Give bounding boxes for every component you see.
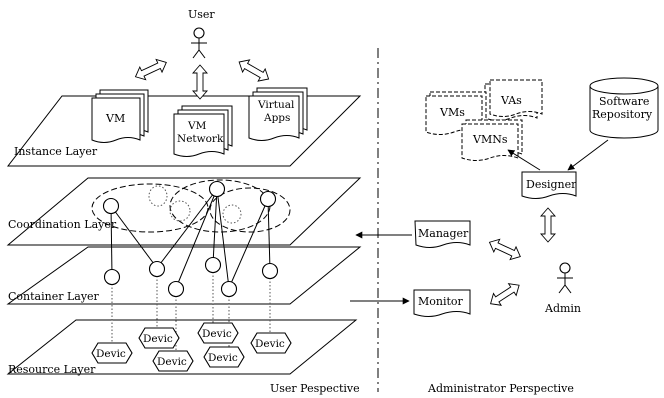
coordination-node <box>259 190 277 208</box>
device-hexagon: Devic <box>91 342 133 364</box>
coordination-subcluster-3 <box>222 204 242 224</box>
designer-box <box>521 171 577 199</box>
vas-label: VAs <box>500 94 522 107</box>
admin-label: Admin <box>544 302 581 315</box>
virtual-apps-label-line2: Apps <box>263 112 290 124</box>
monitor-box <box>413 289 471 317</box>
coordination-layer-label: Coordination Layer <box>8 218 117 231</box>
designer-to-templates-arrow <box>507 149 541 171</box>
monitor-admin-double-arrow <box>486 278 524 311</box>
device-label: Devic <box>157 356 187 368</box>
designer-admin-double-arrow <box>540 207 556 243</box>
user-perspective-label: User Pespective <box>270 382 360 395</box>
designer-label: Designer <box>526 178 577 191</box>
device-hexagon: Devic <box>197 322 239 344</box>
resource-devices: Devic Devic Devic Devic Devic Devic <box>91 322 292 372</box>
device-label: Devic <box>255 338 285 350</box>
vm-label: VM <box>105 112 125 125</box>
user-apps-double-arrow <box>235 55 273 86</box>
container-layer-label: Container Layer <box>8 290 100 303</box>
node-connections <box>110 188 271 289</box>
coordination-node <box>102 197 120 215</box>
container-node <box>261 262 279 280</box>
device-label: Devic <box>96 348 126 360</box>
container-node <box>148 260 166 278</box>
monitor-label: Monitor <box>418 295 464 308</box>
container-nodes <box>103 256 279 298</box>
manager-label: Manager <box>418 227 469 240</box>
manager-admin-double-arrow <box>486 235 524 264</box>
manager-box <box>414 220 471 248</box>
admin-actor <box>557 262 573 294</box>
admin-perspective-label: Administrator Perspective <box>427 382 574 395</box>
device-hexagon: Devic <box>203 346 245 368</box>
instance-layer-label: Instance Layer <box>14 145 98 158</box>
vms-label: VMs <box>439 106 465 119</box>
coordination-nodes <box>102 180 277 215</box>
device-label: Devic <box>143 333 173 345</box>
user-vm-double-arrow <box>132 55 170 84</box>
device-hexagon: Devic <box>152 350 194 372</box>
vm-network-document-stack <box>173 105 233 157</box>
user-network-double-arrow <box>192 64 208 100</box>
container-node <box>204 256 222 274</box>
container-node <box>103 268 121 286</box>
vm-network-label-line2: Network <box>177 133 224 145</box>
container-node <box>220 280 238 298</box>
device-label: Devic <box>208 352 238 364</box>
coordination-subcluster-1 <box>148 185 168 207</box>
user-label: User <box>188 8 215 21</box>
device-hexagon: Devic <box>250 332 292 354</box>
user-actor <box>191 27 207 59</box>
template-documents <box>425 79 543 161</box>
coordination-subcluster-2 <box>169 200 191 222</box>
software-repository-label-line1: Software <box>599 95 649 108</box>
virtual-apps-document-stack <box>248 87 308 141</box>
device-label: Devic <box>202 328 232 340</box>
device-hexagon: Devic <box>138 327 180 349</box>
repository-to-designer-arrow <box>567 139 609 171</box>
vmns-label: VMNs <box>472 133 508 146</box>
resource-layer-label: Resource Layer <box>8 363 96 376</box>
software-repository-cylinder <box>589 77 659 139</box>
coordination-cluster-right <box>209 187 291 233</box>
coordination-node <box>208 180 226 198</box>
vm-network-label-line1: VM <box>187 120 207 132</box>
coordination-cluster-left <box>91 183 209 233</box>
container-node <box>167 280 185 298</box>
virtual-apps-label-line1: Virtual <box>257 99 295 111</box>
vm-document-stack <box>91 89 149 143</box>
software-repository-label-line2: Repository <box>592 108 653 121</box>
